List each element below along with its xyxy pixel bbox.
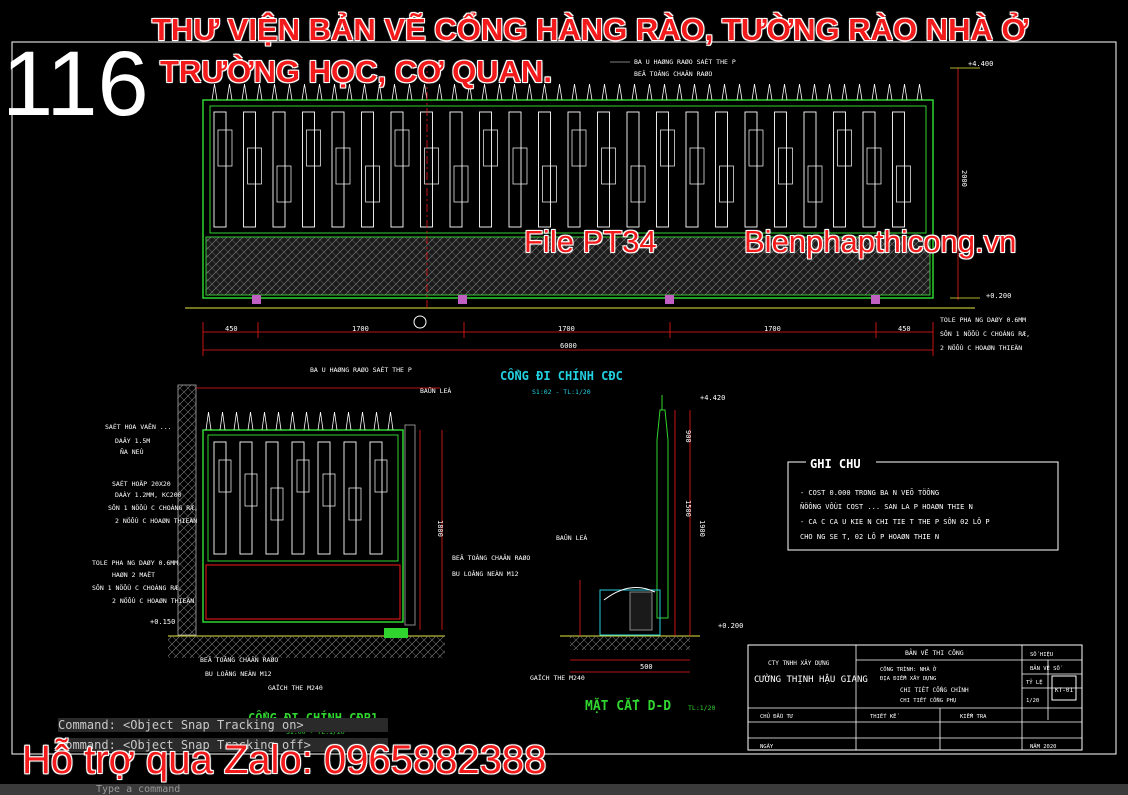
notes-header: GHI CHU: [810, 457, 861, 471]
svg-text:GAÏCH THE M240: GAÏCH THE M240: [268, 683, 323, 692]
note-line-4: CHO NG SE T, 02 LÔ P HOAØN THIE N: [800, 532, 939, 541]
dim-segment-3: 1700: [558, 325, 575, 333]
svg-text:1900: 1900: [698, 520, 706, 537]
dim-segment-1: 450: [225, 325, 238, 333]
svg-text:BU LOÂNG NEÀN M12: BU LOÂNG NEÀN M12: [205, 669, 272, 678]
svg-text:KIỂM TRA: KIỂM TRA: [960, 712, 987, 720]
top-annotations: BA U HAØNG RAØO SAÉT THE P BEÂ TOÂNG CHA…: [610, 57, 1030, 352]
svg-text:KT-01: KT-01: [1055, 687, 1073, 694]
svg-text:CHI TIẾT CỔNG CHÍNH: CHI TIẾT CỔNG CHÍNH: [900, 686, 969, 694]
svg-text:TOLE PHA NG DAØY 0.6MM: TOLE PHA NG DAØY 0.6MM: [940, 316, 1026, 324]
svg-text:DAÀY 1.2MM, KC200: DAÀY 1.2MM, KC200: [115, 490, 182, 499]
right-height-1: 2000: [960, 170, 968, 187]
gate-left-annotations: SAÉT HOA VAÊN ... DAÂY 1.5M ÑA NEÙ SAÉT …: [92, 365, 743, 692]
command-input-bar[interactable]: [0, 784, 1128, 795]
file-tag: File PT34: [524, 224, 657, 259]
note-line-1: - COST 0.000 TRONG BA N VEÕ TÖÔNG: [800, 488, 939, 497]
svg-text:BA U HAØNG RAØO SAÉT THE P: BA U HAØNG RAØO SAÉT THE P: [310, 365, 412, 374]
svg-text:BA U HAØNG RAØO SAÉT THE P: BA U HAØNG RAØO SAÉT THE P: [634, 57, 736, 66]
svg-text:+0.200: +0.200: [718, 622, 743, 630]
command-history-line-1: Command: <Object Snap Tracking on>: [58, 718, 388, 732]
title-block: CTY TNHH XÂY DỰNG CƯỜNG THỊNH HẬU GIANG …: [747, 644, 1083, 751]
svg-text:TỶ LỆ: TỶ LỆ: [1026, 678, 1043, 686]
note-line-2: ÑÖÔNG VÔÙI COST ... SAN LA P HOAØN THIE …: [800, 502, 973, 511]
svg-text:BEÂ TOÂNG CHAÂN RAØO: BEÂ TOÂNG CHAÂN RAØO: [452, 553, 530, 562]
svg-text:BU LOÂNG NEÀN M12: BU LOÂNG NEÀN M12: [452, 569, 519, 578]
svg-text:CHI TIẾT CỔNG PHỤ: CHI TIẾT CỔNG PHỤ: [900, 696, 956, 704]
svg-text:TOLE PHA NG DAØY 0.6MM: TOLE PHA NG DAØY 0.6MM: [92, 559, 178, 567]
top-dimension-chain: 450 1700 1700 1700 450 6000 +4.400 +0.20…: [202, 60, 1011, 356]
company-name: CƯỜNG THỊNH HẬU GIANG: [754, 673, 868, 685]
svg-text:TL:1/20: TL:1/20: [688, 704, 715, 712]
svg-text:S1:02 - TL:1/20: S1:02 - TL:1/20: [532, 388, 591, 396]
section-view: 900 1500 1900 500 BAÛN LEÀ BEÂ TOÂNG CHA…: [452, 395, 706, 682]
svg-text:CÔNG TRÌNH: NHÀ Ở: CÔNG TRÌNH: NHÀ Ở: [880, 665, 937, 673]
website-label[interactable]: Bienphapthicong.vn: [744, 224, 1017, 259]
svg-text:SAÉT HOÄP 20X20: SAÉT HOÄP 20X20: [112, 479, 171, 488]
svg-text:NĂM 2020: NĂM 2020: [1030, 743, 1057, 750]
svg-text:SÔN 1 NÖÔÙ C CHOÁNG RÆ,: SÔN 1 NÖÔÙ C CHOÁNG RÆ,: [108, 503, 198, 512]
svg-text:2 NÖÔÙ C HOAØN THIEÄN: 2 NÖÔÙ C HOAØN THIEÄN: [115, 516, 197, 525]
svg-text:THIẾT KẾ: THIẾT KẾ: [870, 712, 899, 720]
notes-box: GHI CHU - COST 0.000 TRONG BA N VEÕ TÖÔN…: [787, 455, 1059, 551]
svg-text:HAØN 2 MAËT: HAØN 2 MAËT: [112, 570, 155, 579]
svg-text:CTY TNHH XÂY DỰNG: CTY TNHH XÂY DỰNG: [768, 660, 830, 667]
dim-segment-5: 450: [898, 325, 911, 333]
section-label: MẶT CẮT D-D: [585, 698, 671, 714]
svg-text:S1:00 - TL:1/20: S1:00 - TL:1/20: [286, 728, 345, 736]
svg-text:BAÛN LEÀ: BAÛN LEÀ: [420, 386, 451, 395]
svg-text:BẢN VẼ THI CÔNG: BẢN VẼ THI CÔNG: [905, 648, 964, 657]
note-line-3: - CA C CA U KIE N CHI TIE T THE P SÔN 02…: [800, 517, 990, 526]
svg-text:SAÉT HOA VAÊN ...: SAÉT HOA VAÊN ...: [105, 422, 172, 431]
svg-text:900: 900: [684, 430, 692, 443]
zalo-support-banner: Hỗ trợ qua Zalo: 0965882388: [22, 738, 547, 782]
level-base: +0.200: [986, 292, 1011, 300]
gate-elevation-left: 1800: [168, 384, 445, 658]
svg-text:1800: 1800: [436, 520, 444, 537]
svg-text:BEÂ TOÂNG CHAÂN RAØO: BEÂ TOÂNG CHAÂN RAØO: [634, 69, 712, 78]
svg-text:BAÛN LEÀ: BAÛN LEÀ: [556, 533, 587, 542]
svg-text:CHỦ ĐẦU TƯ: CHỦ ĐẦU TƯ: [760, 712, 794, 720]
svg-text:500: 500: [640, 663, 653, 671]
dim-total: 6000: [560, 342, 577, 350]
svg-text:BEÂ TOÂNG CHAÂN RAØO: BEÂ TOÂNG CHAÂN RAØO: [200, 655, 278, 664]
svg-text:BẢN VẼ SỐ: BẢN VẼ SỐ: [1030, 664, 1063, 672]
svg-text:2 NÖÔÙ C HOAØN THIEÄN: 2 NÖÔÙ C HOAØN THIEÄN: [940, 343, 1022, 352]
command-input[interactable]: Type a command: [96, 784, 181, 795]
svg-text:SỐ HIỆU: SỐ HIỆU: [1030, 650, 1053, 658]
svg-text:ÑA NEÙ: ÑA NEÙ: [120, 447, 144, 456]
gate-main-label: CỔNG ĐI CHÍNH CĐC: [500, 368, 623, 383]
svg-text:SÔN 1 NÖÔÙ C CHOÁNG RÆ,: SÔN 1 NÖÔÙ C CHOÁNG RÆ,: [940, 329, 1030, 338]
command-history-line-2: Command: <Object Snap Tracking off>: [58, 738, 388, 752]
svg-text:DAÂY 1.5M: DAÂY 1.5M: [115, 436, 150, 445]
svg-text:+4.420: +4.420: [700, 394, 725, 402]
dim-segment-4: 1700: [764, 325, 781, 333]
title-line-2: TRƯỜNG HỌC, CƠ QUAN.: [160, 54, 553, 89]
fence-elevation-top: [185, 60, 980, 329]
svg-text:ĐỊA ĐIỂM XÂY DỰNG: ĐỊA ĐIỂM XÂY DỰNG: [880, 674, 936, 682]
svg-text:1500: 1500: [684, 500, 692, 517]
svg-text:2 NÖÔÙ C HOAØN THIEÄN: 2 NÖÔÙ C HOAØN THIEÄN: [112, 596, 194, 605]
svg-text:GAÏCH THE M240: GAÏCH THE M240: [530, 673, 585, 682]
svg-text:NGÀY: NGÀY: [760, 743, 774, 750]
svg-text:+0.150: +0.150: [150, 618, 175, 626]
library-number: 116: [2, 33, 149, 135]
svg-text:SÔN 1 NÖÔÙ C CHOÁNG RÆ,: SÔN 1 NÖÔÙ C CHOÁNG RÆ,: [92, 583, 182, 592]
svg-text:1/20: 1/20: [1026, 698, 1039, 704]
dim-segment-2: 1700: [352, 325, 369, 333]
level-top: +4.400: [968, 60, 993, 68]
title-line-1: THƯ VIỆN BẢN VẼ CỔNG HÀNG RÀO, TƯỜNG RÀO…: [152, 12, 1028, 47]
